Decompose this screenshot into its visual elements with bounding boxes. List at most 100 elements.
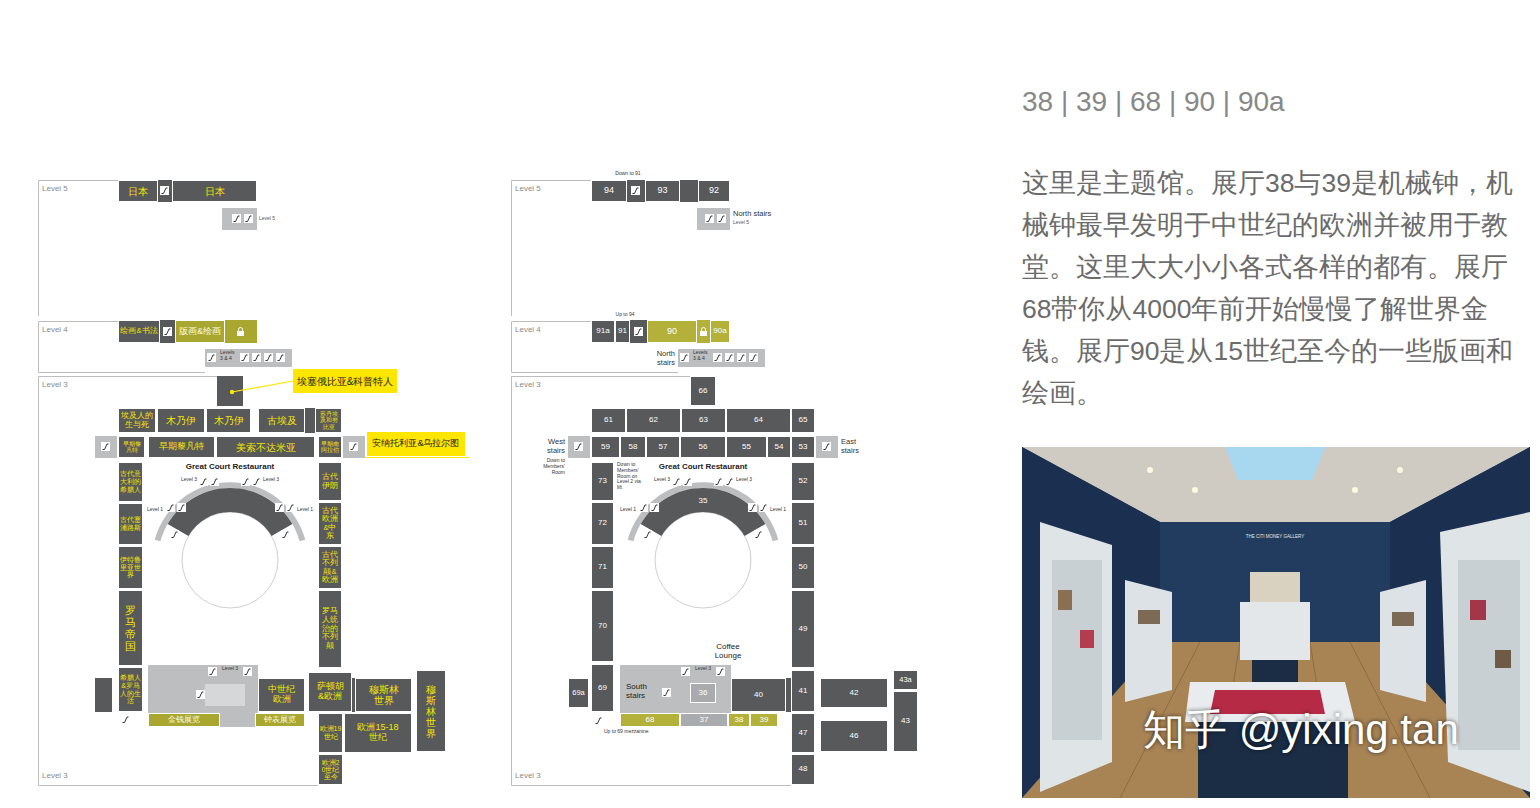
room-name: 日本 (205, 186, 225, 197)
plan-shape (822, 442, 831, 451)
room-name: 52 (799, 477, 808, 486)
room-name: 罗马帝国 (125, 604, 137, 652)
level-label: Level 5 (733, 220, 749, 226)
stairs-label: Levels 3 & 4 (220, 350, 237, 362)
level-label: Level 5 (42, 184, 68, 193)
room-name: 58 (629, 443, 638, 452)
plan-shape (620, 665, 731, 713)
room-name: 古代意大利的希腊人 (120, 470, 142, 493)
room-name: 伊特鲁里亚世界 (120, 556, 142, 579)
gallery-room: 72 (591, 502, 614, 545)
room-name: 古埃及 (267, 415, 297, 426)
level-label: Level 3 (263, 477, 279, 483)
gallery-room: 50 (791, 546, 815, 589)
room-name: 91a (596, 327, 609, 336)
gallery-room: 39 (750, 713, 778, 727)
plan-shape (749, 353, 758, 362)
plan-shape (1392, 612, 1414, 626)
room-name: 69 (598, 684, 607, 693)
room-name: 37 (700, 716, 709, 725)
level-label: Level 3 (515, 771, 541, 780)
gallery-room: 91a (591, 320, 615, 343)
room-name: 73 (598, 477, 607, 486)
level-label: Level 3 (736, 477, 752, 483)
room-name: 古代伊朗 (322, 473, 339, 491)
gallery-room: 91 (615, 320, 630, 343)
gallery-room: 埃及人的生与死 (118, 408, 156, 433)
room-name: 希腊人&罗马人的生活 (120, 674, 142, 705)
callout-box: 埃塞俄比亚&科普特人 (293, 369, 397, 393)
gallery-room: 62 (626, 408, 681, 433)
watermark: 知乎 @yixing.tan (1143, 706, 1459, 754)
gallery-room: 37 (680, 713, 728, 727)
plan-shape (1225, 447, 1325, 480)
plan-shape (1040, 522, 1112, 792)
gallery-room: 伊特鲁里亚世界 (118, 546, 143, 589)
plan-shape (349, 442, 358, 451)
stairs-label: Up to 69 mezzanine (604, 729, 648, 735)
gallery-room: 早期南阿拉伯 (318, 436, 342, 458)
plan-shape (95, 678, 112, 712)
gallery-room: 66 (690, 376, 716, 406)
level-label: Level 1 (620, 507, 636, 513)
gallery-room: 59 (591, 436, 620, 458)
plan-shape (705, 214, 714, 223)
gallery-room: 萨顿胡&欧洲 (308, 672, 352, 712)
gallery-room: 罗马人统治的不列颠 (318, 590, 342, 668)
plan-shape (1495, 650, 1511, 668)
plan-shape (662, 688, 671, 697)
gallery-room: 木乃伊 (157, 408, 205, 433)
room-name: 38 (735, 716, 744, 725)
plan-shape (305, 408, 315, 433)
room-name: 41 (799, 687, 808, 696)
callout-text: 安纳托利亚&乌拉尔图 (372, 439, 459, 449)
plan-shape (512, 181, 792, 786)
gallery-room: 43 (893, 691, 918, 752)
plan-shape (121, 715, 130, 724)
area-label: Great Court Restaurant (659, 462, 747, 471)
room-name: 72 (598, 519, 607, 528)
gallery-room: 古代不列颠&欧洲 (318, 546, 342, 589)
plan-shape (264, 353, 273, 362)
gallery-room: 94 (591, 180, 627, 202)
level-label: Level 3 (654, 477, 670, 483)
room-name: 69a (572, 689, 585, 697)
plan-shape (163, 327, 172, 336)
room-name: 金钱展览 (168, 716, 200, 725)
room-name: 古代塞浦路斯 (120, 516, 142, 531)
plan-shape (232, 214, 241, 223)
plan-shape (737, 353, 746, 362)
gallery-room: 46 (820, 720, 888, 752)
room-name: 46 (850, 732, 859, 741)
gallery-room: 92 (698, 180, 730, 202)
plan-shape (196, 690, 205, 699)
room-name: 53 (799, 443, 808, 452)
gallery-room: 钟表展览 (255, 713, 305, 727)
map-left (39, 180, 471, 786)
gallery-room: 71 (591, 546, 614, 589)
level-label: Level 3 (181, 477, 197, 483)
plan-shape (225, 320, 257, 343)
plan-shape (680, 180, 698, 202)
room-name: 50 (799, 563, 808, 572)
level-label: Level 5 (259, 216, 275, 222)
plan-shape (232, 381, 293, 392)
plan-shape (276, 353, 285, 362)
room-name: 木乃伊 (166, 415, 196, 426)
gallery-room: 93 (645, 180, 680, 202)
gallery-room: 64 (726, 408, 791, 433)
room-name: 94 (604, 186, 614, 196)
room-name: 绘画&书法 (120, 327, 157, 335)
plan-shape (1397, 467, 1403, 473)
gallery-room: 42 (820, 678, 888, 708)
plan-shape (1470, 600, 1486, 620)
gallery-room: 古代意大利的希腊人 (118, 462, 143, 502)
heading: 38 | 39 | 68 | 90 | 90a (1022, 86, 1285, 118)
level-label: Level 1 (770, 507, 786, 513)
room-name: 早期黎凡特 (159, 442, 204, 452)
room-name: 61 (604, 416, 613, 425)
gallery-room: 70 (591, 590, 614, 662)
gallery-room: 古埃及 (258, 408, 305, 433)
